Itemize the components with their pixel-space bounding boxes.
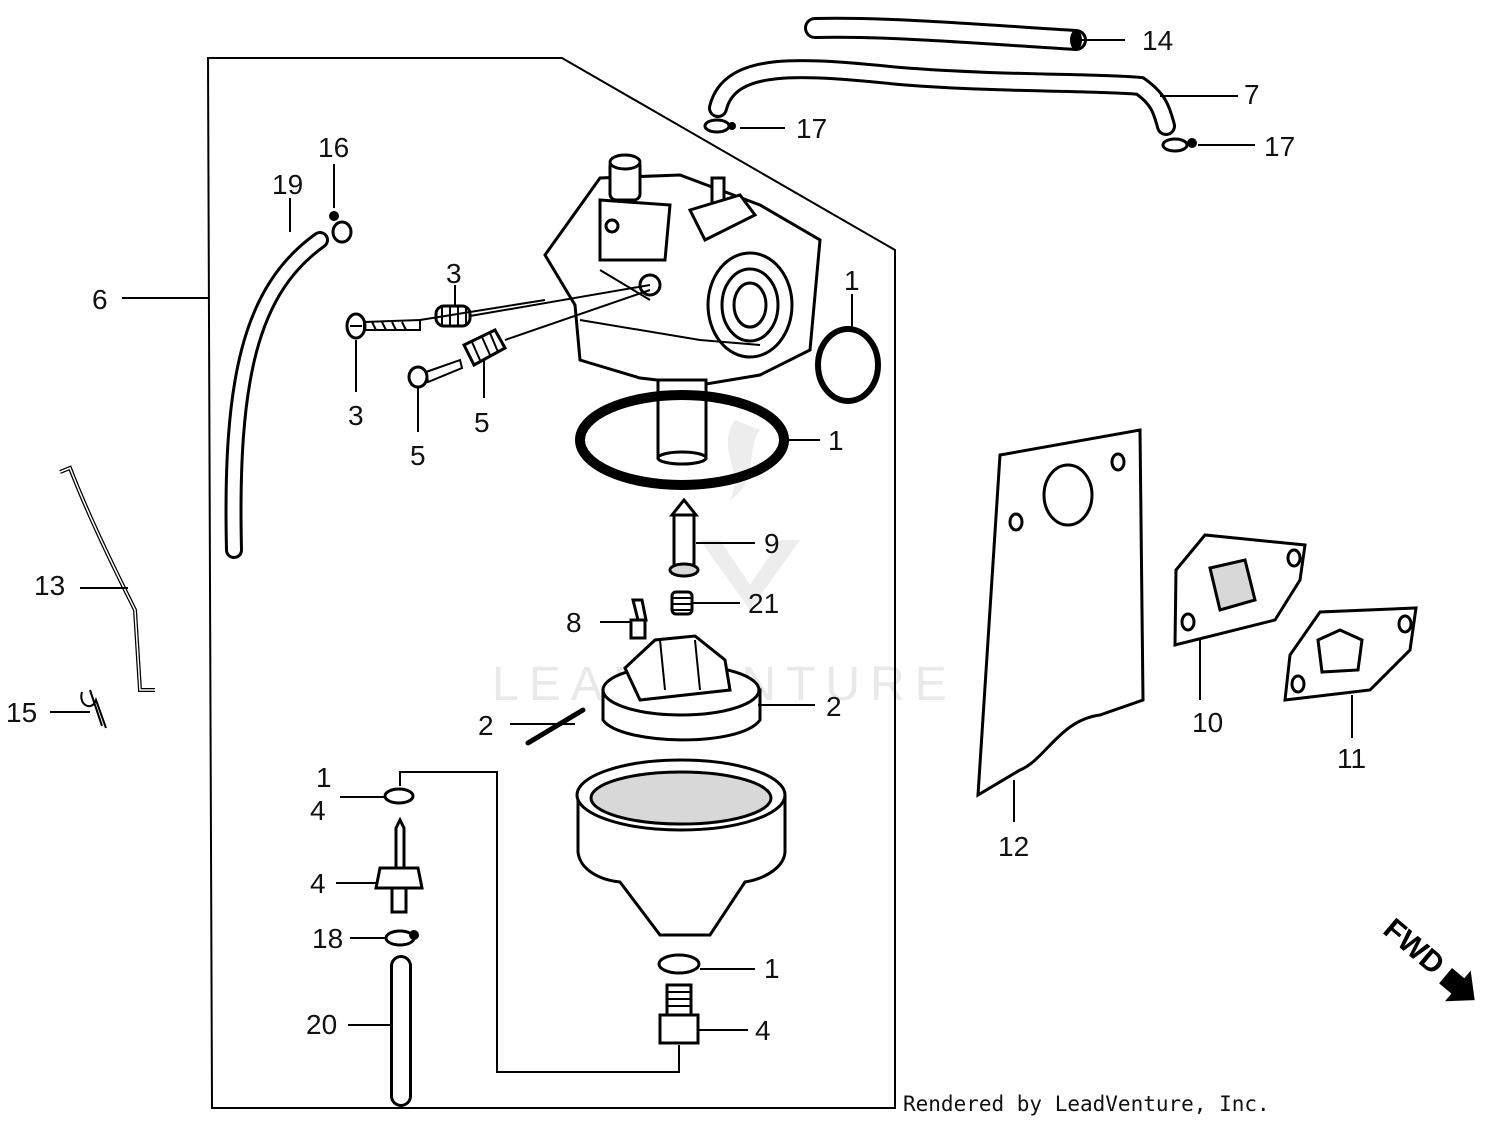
callout-20: 20: [306, 1009, 337, 1040]
callout-5-left: 5: [410, 440, 426, 471]
part-1-gasket-right: [815, 326, 881, 404]
callout-16: 16: [318, 132, 349, 163]
part-5-screw: [407, 358, 464, 389]
callout-19: 19: [272, 169, 303, 200]
part-7-hose: [708, 59, 1176, 136]
part-15-clip: [80, 689, 107, 729]
callout-8: 8: [566, 607, 582, 638]
callout-4-fitting: 4: [310, 868, 326, 899]
part-3-screw: [345, 312, 421, 340]
leader-lines: [50, 39, 1353, 1031]
part-14-hose: [804, 16, 1087, 51]
callout-12: 12: [998, 831, 1029, 862]
part-18-clip: [384, 929, 419, 947]
part-8-float-valve: [629, 598, 648, 640]
part-17-clip-2: [1161, 137, 1197, 153]
callout-21: 21: [748, 588, 779, 619]
callout-1-gasket: 1: [844, 265, 860, 296]
part-5-spring: [461, 328, 508, 368]
part-2-float: [601, 634, 762, 742]
part-1-small-washer: [383, 787, 415, 805]
callout-18: 18: [312, 923, 343, 954]
float-bowl: [575, 758, 787, 937]
callout-7: 7: [1244, 79, 1260, 110]
fwd-label: FWD: [1377, 912, 1451, 981]
screw-guide-lines: [419, 284, 651, 341]
bracket-drain: [399, 771, 680, 1073]
part-4-fitting: [374, 816, 424, 914]
callout-4-drain: 4: [755, 1015, 771, 1046]
callout-1-washer: 1: [764, 953, 780, 984]
callout-11: 11: [1337, 743, 1366, 774]
callout-1-small: 1: [316, 762, 332, 793]
callout-9: 9: [764, 528, 780, 559]
credit-text: Rendered by LeadVenture, Inc.: [903, 1092, 1270, 1116]
assembly-frame: [206, 57, 896, 1109]
part-9-main-nozzle: [668, 497, 700, 578]
part-1-washer: [657, 953, 701, 975]
callout-10: 10: [1192, 707, 1223, 738]
callout-1-float-gasket: 1: [828, 425, 844, 456]
part-13-rod: [59, 465, 155, 692]
part-17-clip: [703, 118, 736, 134]
callout-15: 15: [6, 697, 37, 728]
part-12-plate: [976, 428, 1145, 798]
callout-5-right: 5: [474, 407, 490, 438]
callouts: 14 7 17 17 16 19 6 3 3 5 5 1 1 9 21 8 2 …: [6, 25, 1366, 1046]
callout-3-bottom: 3: [348, 400, 364, 431]
fwd-arrow: FWD: [1377, 912, 1475, 1002]
part-16-clip: [329, 211, 353, 244]
callout-3-top: 3: [446, 258, 462, 289]
part-4-drain-bolt: [658, 983, 700, 1045]
part-21-jet: [670, 590, 694, 616]
callout-17: 17: [796, 113, 827, 144]
callout-2-pin: 2: [478, 710, 494, 741]
part-10-insulator: [1173, 533, 1307, 647]
callout-14: 14: [1142, 25, 1173, 56]
part-11-gasket: [1283, 606, 1418, 702]
carburetor-body: [543, 153, 822, 466]
callout-4-upper: 4: [310, 795, 326, 826]
callout-6: 6: [92, 284, 108, 315]
part-2-float-pin: [525, 707, 586, 746]
part-19-tube: [224, 231, 329, 559]
callout-13: 13: [34, 570, 65, 601]
callout-17-right: 17: [1264, 131, 1295, 162]
callout-2-float: 2: [826, 691, 842, 722]
